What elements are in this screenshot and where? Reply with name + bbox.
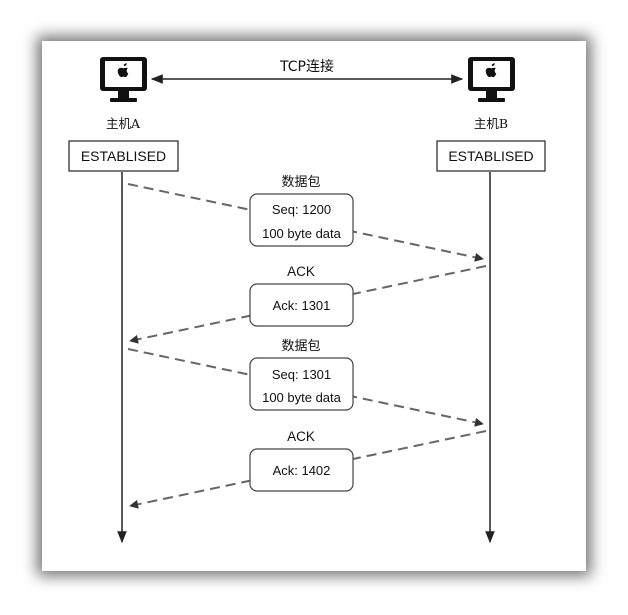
host-b-name: 主机B bbox=[474, 116, 508, 131]
ack-1-title: ACK bbox=[287, 264, 315, 279]
ack-1-value: Ack: 1301 bbox=[273, 298, 331, 313]
host-a-name: 主机A bbox=[106, 116, 141, 131]
host-b-state: ESTABLISED bbox=[448, 148, 533, 164]
data-packet-2-size: 100 byte data bbox=[262, 390, 342, 405]
data-packet-2-box: Seq: 1301 100 byte data bbox=[249, 357, 354, 411]
data-packet-2-title: 数据包 bbox=[281, 339, 320, 354]
ack-1-box: Ack: 1301 bbox=[249, 283, 354, 327]
data-packet-1-seq: Seq: 1200 bbox=[272, 202, 331, 217]
data-packet-2-seq: Seq: 1301 bbox=[272, 367, 331, 382]
ack-2-box: Ack: 1402 bbox=[249, 448, 354, 492]
host-b-computer-icon bbox=[468, 57, 515, 102]
data-packet-1-title: 数据包 bbox=[281, 175, 320, 190]
host-b-state-box: ESTABLISED bbox=[436, 140, 546, 172]
tcp-connection-label: TCP连接 bbox=[279, 58, 334, 75]
host-a-state: ESTABLISED bbox=[81, 148, 166, 164]
ack-2-title: ACK bbox=[287, 429, 315, 444]
host-a-computer-icon bbox=[100, 57, 147, 102]
ack-2-value: Ack: 1402 bbox=[273, 463, 331, 478]
data-packet-1-box: Seq: 1200 100 byte data bbox=[249, 193, 354, 247]
host-a-state-box: ESTABLISED bbox=[68, 140, 179, 172]
data-packet-1-size: 100 byte data bbox=[262, 226, 342, 241]
